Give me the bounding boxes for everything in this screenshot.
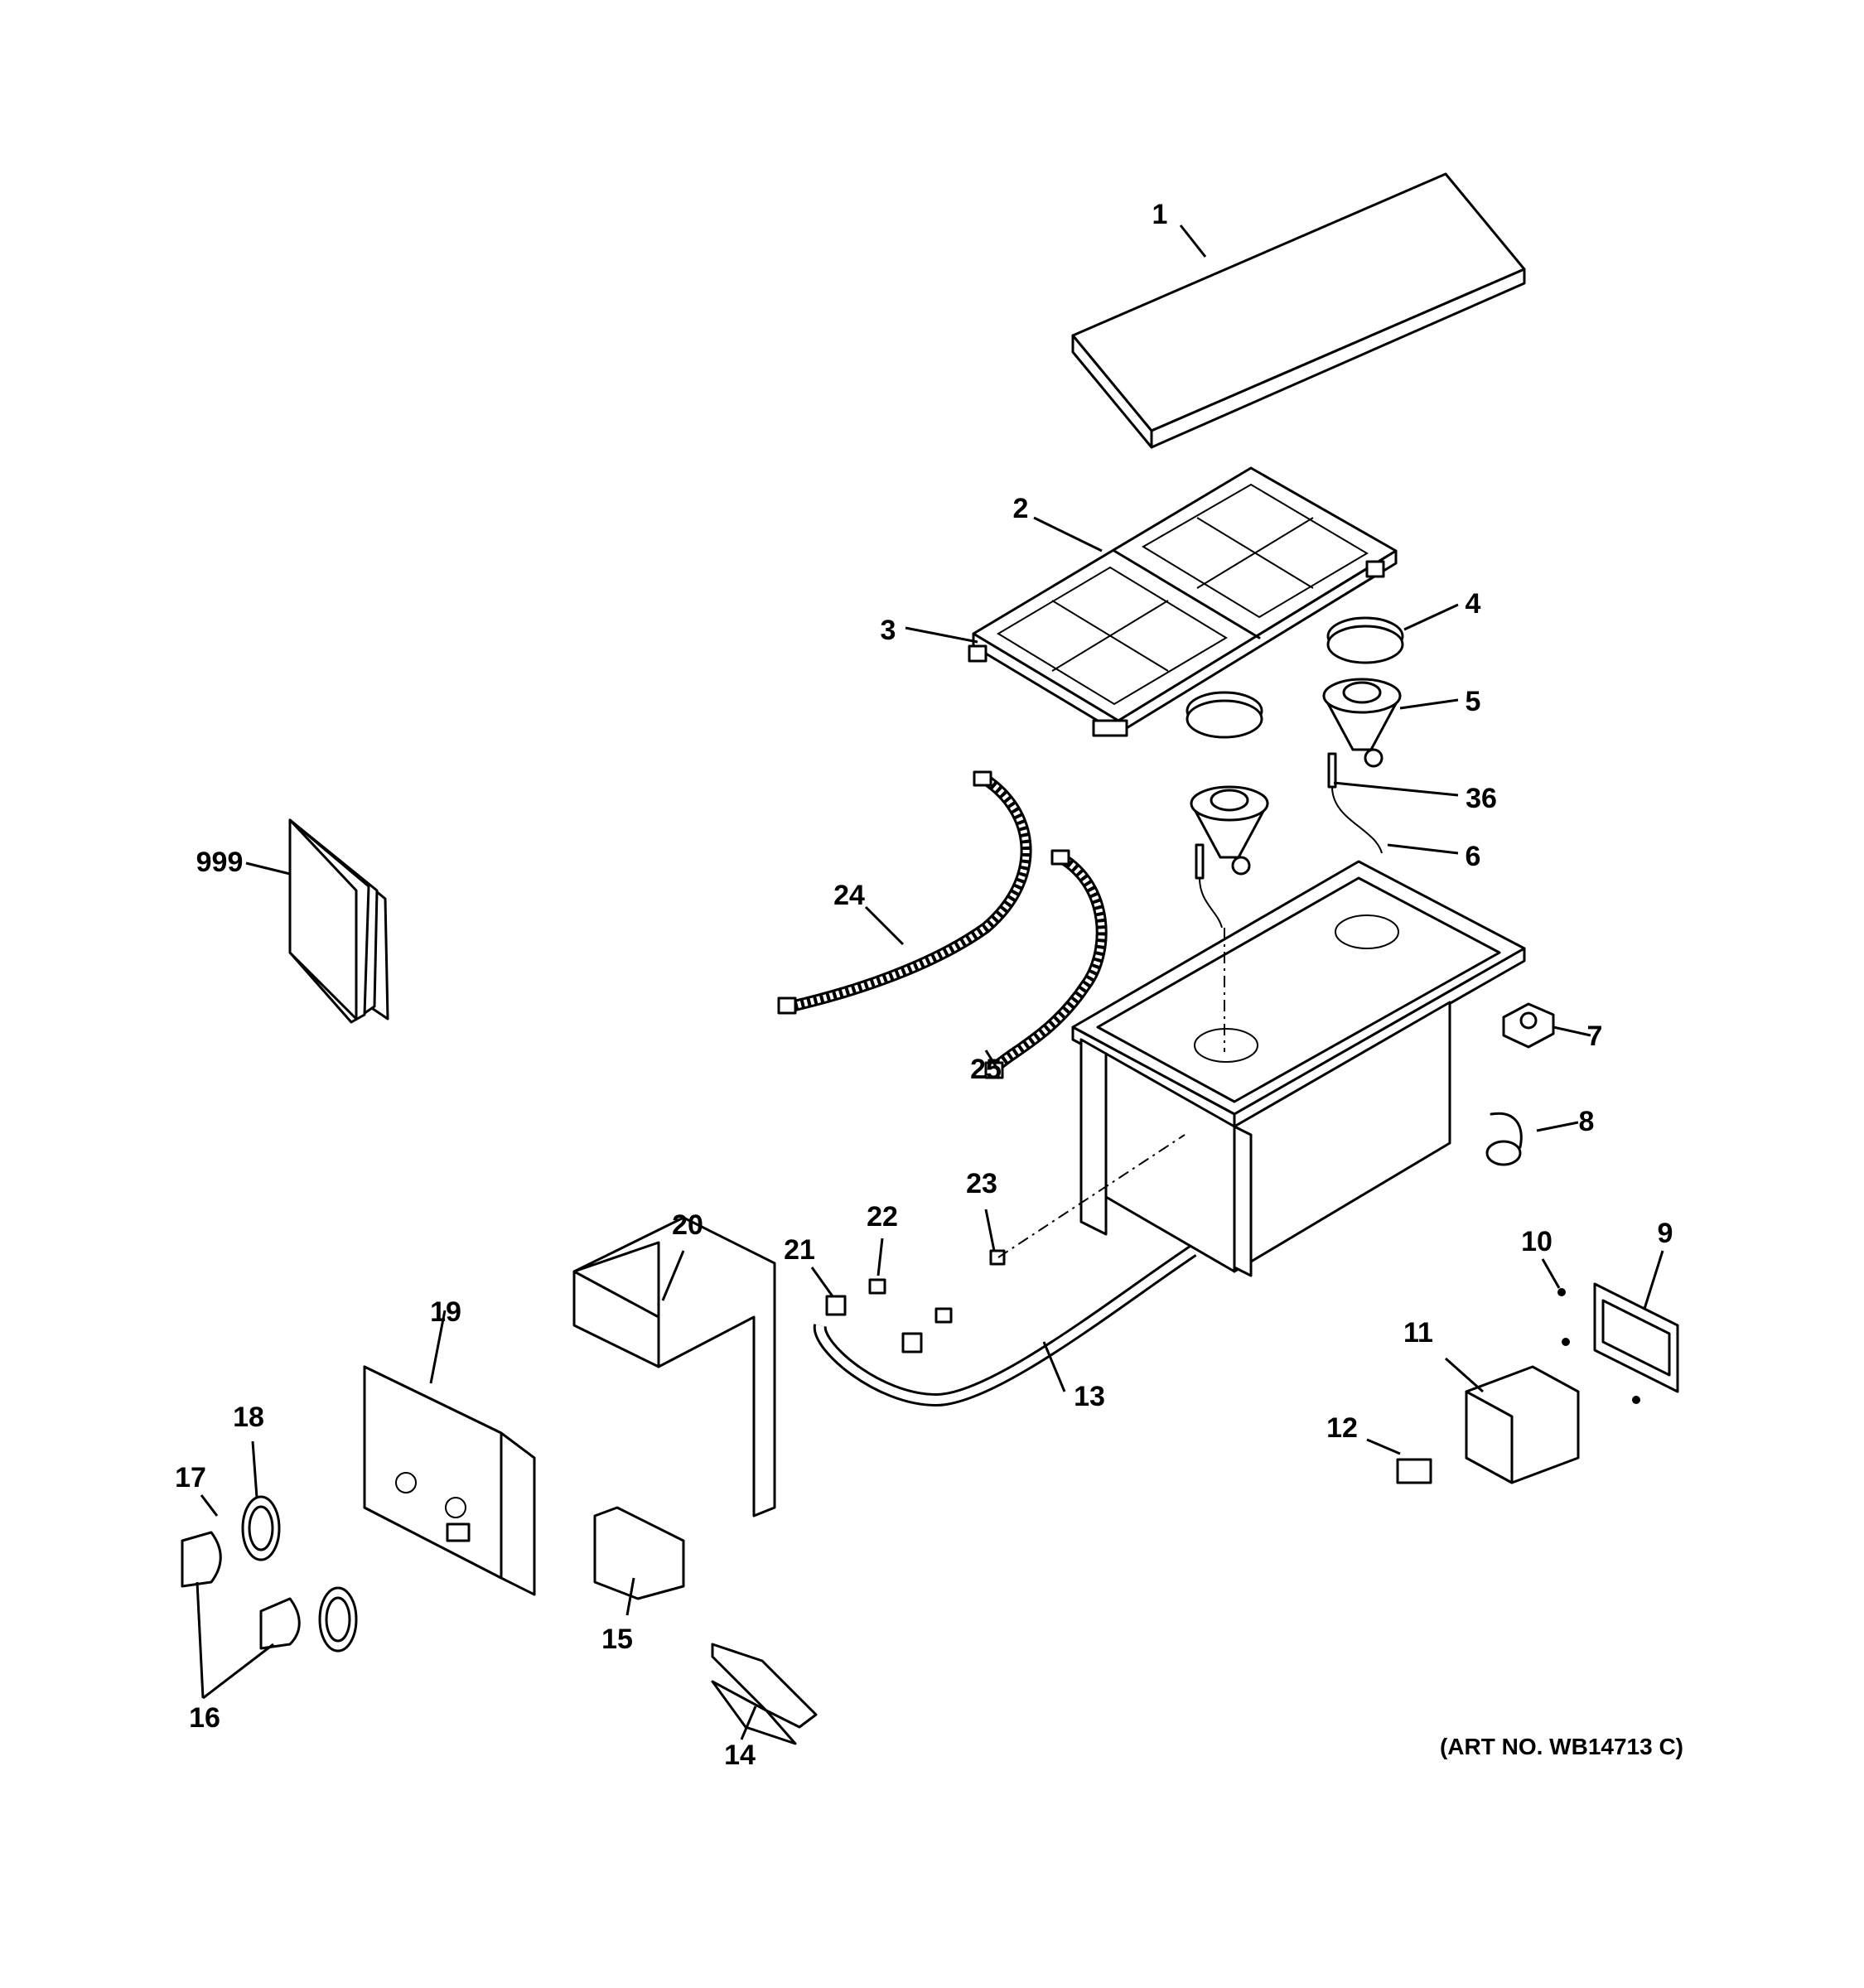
callout-999: 999 <box>196 847 244 878</box>
callout-5: 5 <box>1466 686 1481 717</box>
callout-3: 3 <box>881 615 896 646</box>
callout-20: 20 <box>672 1209 703 1241</box>
callout-19: 19 <box>430 1296 461 1328</box>
callout-12: 12 <box>1326 1412 1358 1444</box>
callout-17: 17 <box>175 1462 206 1493</box>
callout-11: 11 <box>1403 1317 1433 1349</box>
callout-1: 1 <box>1152 199 1168 230</box>
callout-8: 8 <box>1579 1106 1595 1137</box>
callout-14: 14 <box>724 1740 756 1771</box>
callout-10: 10 <box>1521 1226 1553 1257</box>
callout-9: 9 <box>1658 1218 1673 1249</box>
part-7-8-valve-elbow <box>1485 1002 1555 1166</box>
part-2-3-grates <box>968 466 1398 737</box>
leader-lines <box>196 224 1664 1740</box>
part-24-25-gas-tubes <box>777 770 1108 1079</box>
callout-16: 16 <box>189 1702 220 1734</box>
callout-21: 21 <box>784 1234 815 1266</box>
part-19-20-control-panel <box>363 1216 776 1596</box>
callout-6: 6 <box>1466 841 1481 872</box>
part-4-5-burners <box>1186 616 1404 929</box>
callout-13: 13 <box>1074 1381 1105 1412</box>
callout-18: 18 <box>233 1402 264 1433</box>
burner-box <box>1071 860 1526 1277</box>
part-16-18-knobs <box>181 1495 358 1653</box>
callout-labels: 1 2 3 4 5 36 6 999 24 25 7 8 22 23 20 21… <box>175 199 1683 1771</box>
part-13-manifold <box>813 928 1225 1407</box>
callout-7: 7 <box>1587 1021 1603 1052</box>
callout-24: 24 <box>833 880 865 911</box>
callout-2: 2 <box>1013 493 1029 524</box>
part-999-manual <box>288 818 389 1024</box>
callout-23: 23 <box>966 1168 997 1199</box>
part-9-12-electrical <box>1396 1282 1679 1484</box>
part-1-cover-plate <box>1071 172 1526 449</box>
callout-25: 25 <box>970 1054 1002 1085</box>
callout-15: 15 <box>601 1624 633 1655</box>
art-number: (ART NO. WB14713 C) <box>1440 1734 1683 1759</box>
callout-22: 22 <box>867 1201 898 1233</box>
callout-4: 4 <box>1466 588 1481 620</box>
callout-36: 36 <box>1466 783 1497 814</box>
